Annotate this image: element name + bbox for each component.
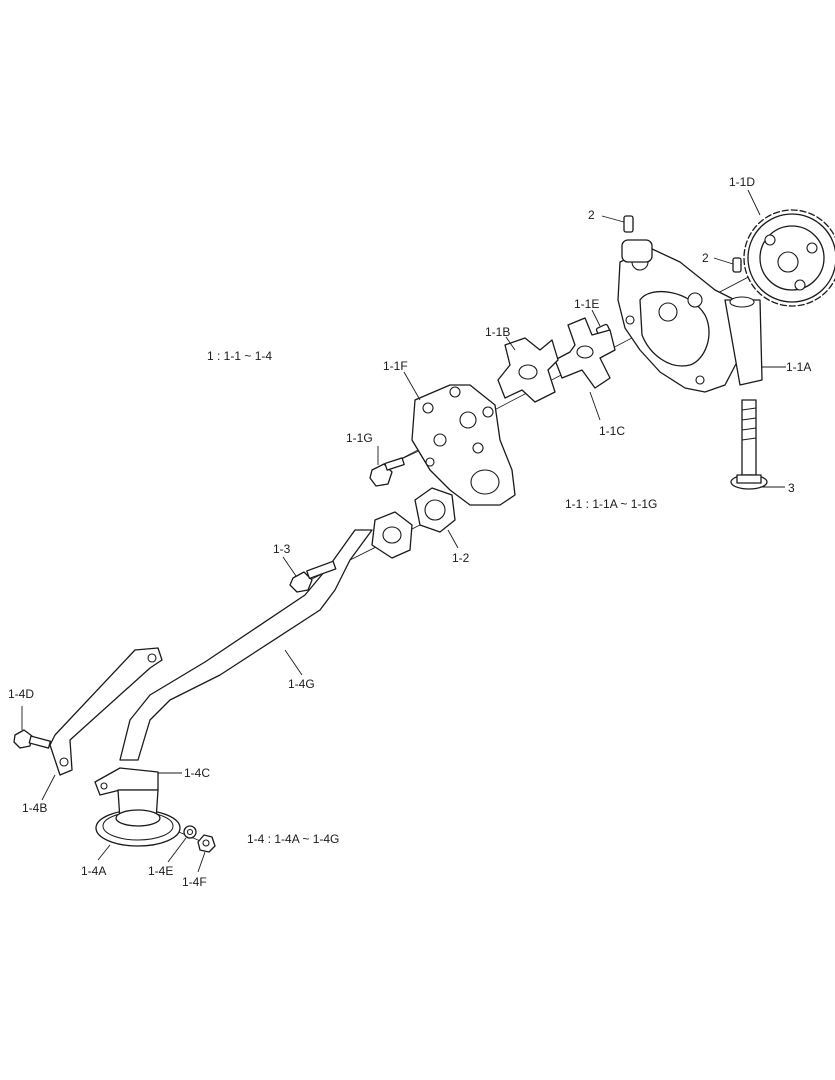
bracket-1-4B	[49, 647, 163, 776]
pump-body-1-1A	[617, 239, 763, 393]
note-group-1-4: 1-4 : 1-4A ~ 1-4G	[247, 832, 339, 846]
callout-1-1F: 1-1F	[383, 359, 408, 373]
callout-1-1A: 1-1A	[786, 360, 811, 374]
callout-1-4A: 1-4A	[81, 864, 106, 878]
callout-1-4E: 1-4E	[148, 864, 173, 878]
gasket-1-2	[414, 487, 456, 533]
bolt-1-3	[289, 560, 337, 593]
callout-1-1B: 1-1B	[485, 325, 510, 339]
bolt-1-1G	[369, 457, 405, 487]
callout-1-4C: 1-4C	[184, 766, 210, 780]
callout-labels: 1-1D 2 2 1-1E 1-1B 1-1F 1-1A 1-1C 1-1G 3…	[8, 175, 811, 889]
callout-1-4F: 1-4F	[182, 875, 207, 889]
callout-2-upper: 2	[588, 208, 595, 222]
note-group-1-1: 1-1 : 1-1A ~ 1-1G	[565, 497, 657, 511]
callout-1-1G: 1-1G	[346, 431, 373, 445]
drive-gear-1-1D	[743, 209, 835, 307]
callout-1-4G: 1-4G	[288, 677, 315, 691]
note-group-1: 1 : 1-1 ~ 1-4	[207, 349, 272, 363]
callout-1-1D: 1-1D	[729, 175, 755, 189]
dowel-pin-2-right	[732, 257, 742, 273]
callout-2-right: 2	[702, 251, 709, 265]
callout-1-1C: 1-1C	[599, 424, 625, 438]
bolt-3	[730, 399, 768, 490]
outer-rotor-1-1B	[497, 337, 559, 403]
callout-1-1E: 1-1E	[574, 297, 599, 311]
bolt-1-4D	[13, 729, 52, 749]
nut-1-4F	[197, 834, 216, 853]
strainer-screen-1-4A	[95, 789, 181, 847]
washer-1-4E	[183, 825, 197, 839]
callout-1-3: 1-3	[273, 542, 291, 556]
callout-leader-lines	[21, 189, 786, 873]
pump-cover-1-1F	[411, 384, 516, 506]
callout-1-2: 1-2	[452, 551, 470, 565]
callout-1-4D: 1-4D	[8, 687, 34, 701]
strainer-pipe-1-4G	[119, 511, 413, 761]
callout-3: 3	[788, 481, 795, 495]
dowel-pin-2-upper	[623, 215, 634, 233]
inner-rotor-1-1C	[554, 317, 616, 389]
callout-1-4B: 1-4B	[22, 801, 47, 815]
group-notes: 1 : 1-1 ~ 1-4 1-1 : 1-1A ~ 1-1G 1-4 : 1-…	[207, 349, 657, 846]
